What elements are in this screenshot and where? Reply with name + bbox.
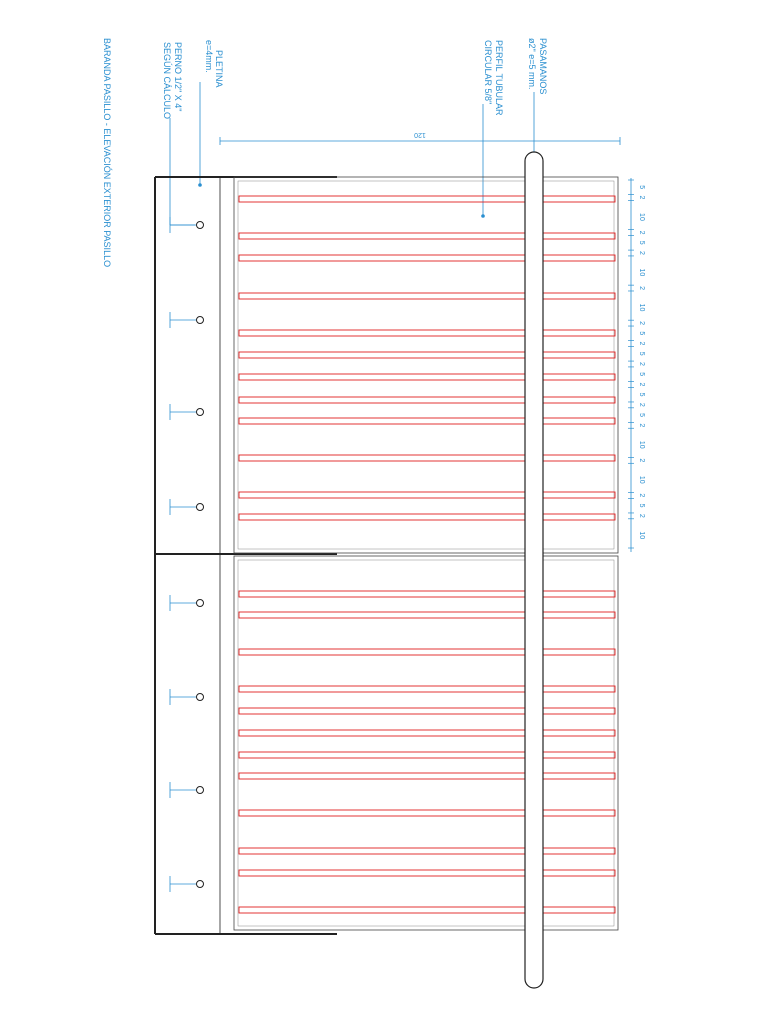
tubular-bar <box>238 417 616 425</box>
tubular-bar <box>238 195 616 203</box>
pasamanos-label-line-1: PASAMANOS <box>538 38 548 94</box>
spacing-label: 5 <box>638 504 645 508</box>
tubular-bar <box>238 491 616 499</box>
tubular-bar <box>238 254 616 262</box>
spacing-label: 2 <box>638 458 645 462</box>
spacing-label: 10 <box>638 531 645 539</box>
tubular-bar <box>238 351 616 359</box>
tubular-bar <box>238 454 616 462</box>
bolt-perno <box>169 595 204 611</box>
perno-label-line-1: PERNO 1/2" X 4" <box>173 42 183 111</box>
bolts <box>169 217 204 892</box>
tubular-bar <box>238 772 616 780</box>
dimension-120-text: 120 <box>414 131 426 138</box>
spacing-label: 10 <box>638 304 645 312</box>
panel-upper <box>233 176 619 554</box>
slab-edge <box>154 176 337 935</box>
tubular-bar <box>238 590 616 598</box>
bolt-perno <box>169 689 204 705</box>
tubular-bar <box>238 847 616 855</box>
pletina-label-line-2: e=4mm. <box>204 40 214 73</box>
pletina-label-line-1: PLETINA <box>214 50 224 88</box>
panel-lower <box>233 555 619 931</box>
tubular-bar <box>238 292 616 300</box>
bolt-perno <box>169 217 204 233</box>
tubular-bar <box>238 685 616 693</box>
spacing-label: 5 <box>638 372 645 376</box>
perfil-leader-dot <box>481 214 485 218</box>
spacing-label: 2 <box>638 362 645 366</box>
bolt-perno <box>169 404 204 420</box>
pasamanos-label-line-2: ø2" e=5 mm. <box>527 38 537 89</box>
spacing-label: 5 <box>638 413 645 417</box>
tubular-bar <box>238 232 616 240</box>
spacing-label: 2 <box>638 382 645 386</box>
tubular-bar <box>238 809 616 817</box>
bolt-perno <box>169 876 204 892</box>
spacing-label: 2 <box>638 342 645 346</box>
spacing-label: 5 <box>638 331 645 335</box>
tubular-bar <box>238 513 616 521</box>
tubular-bar <box>238 729 616 737</box>
spacing-label: 10 <box>638 441 645 449</box>
spacing-label: 10 <box>638 269 645 277</box>
tubular-bar <box>238 329 616 337</box>
tubular-bar <box>238 396 616 404</box>
spacing-label: 2 <box>638 514 645 518</box>
spacing-label: 10 <box>638 476 645 484</box>
tubular-bar <box>238 869 616 877</box>
tubular-bar <box>238 751 616 759</box>
bolt-perno <box>169 499 204 515</box>
spacing-dimension-chain: 5 2 10 2 5 2 10 2 10 2 5 2 5 2 5 2 5 2 5 2 10 2 10 2 5 2 10 <box>628 178 645 552</box>
spacing-label: 5 <box>638 185 645 189</box>
spacing-label: 5 <box>638 352 645 356</box>
spacing-label: 2 <box>638 251 645 255</box>
bolt-perno <box>169 782 204 798</box>
tubular-bar <box>238 707 616 715</box>
handrail-pasamanos <box>524 151 544 989</box>
bolt-perno <box>169 312 204 328</box>
spacing-label: 2 <box>638 403 645 407</box>
pletina-leader-dot <box>198 183 202 187</box>
tubular-bar <box>238 906 616 914</box>
tubular-bar <box>238 611 616 619</box>
perno-label-line-2: SEGÚN CÁLCULO <box>162 42 172 119</box>
perfil-label-line-1: PERFIL TUBULAR <box>494 40 504 116</box>
tubular-bar <box>238 648 616 656</box>
perfil-label-line-2: CIRCULAR 5/8" <box>483 40 493 104</box>
tubular-bar <box>238 373 616 381</box>
spacing-label: 2 <box>638 423 645 427</box>
spacing-label: 5 <box>638 241 645 245</box>
spacing-label: 2 <box>638 286 645 290</box>
dimension-120: 120 <box>219 131 621 145</box>
spacing-label: 2 <box>638 231 645 235</box>
spacing-label: 2 <box>638 196 645 200</box>
spacing-label: 10 <box>638 213 645 221</box>
tubular-bars <box>238 195 616 914</box>
drawing-title: BARANDA PASILLO - ELEVACIÓN EXTERIOR PAS… <box>102 38 112 267</box>
spacing-label: 5 <box>638 393 645 397</box>
spacing-label: 2 <box>638 493 645 497</box>
spacing-label: 2 <box>638 321 645 325</box>
